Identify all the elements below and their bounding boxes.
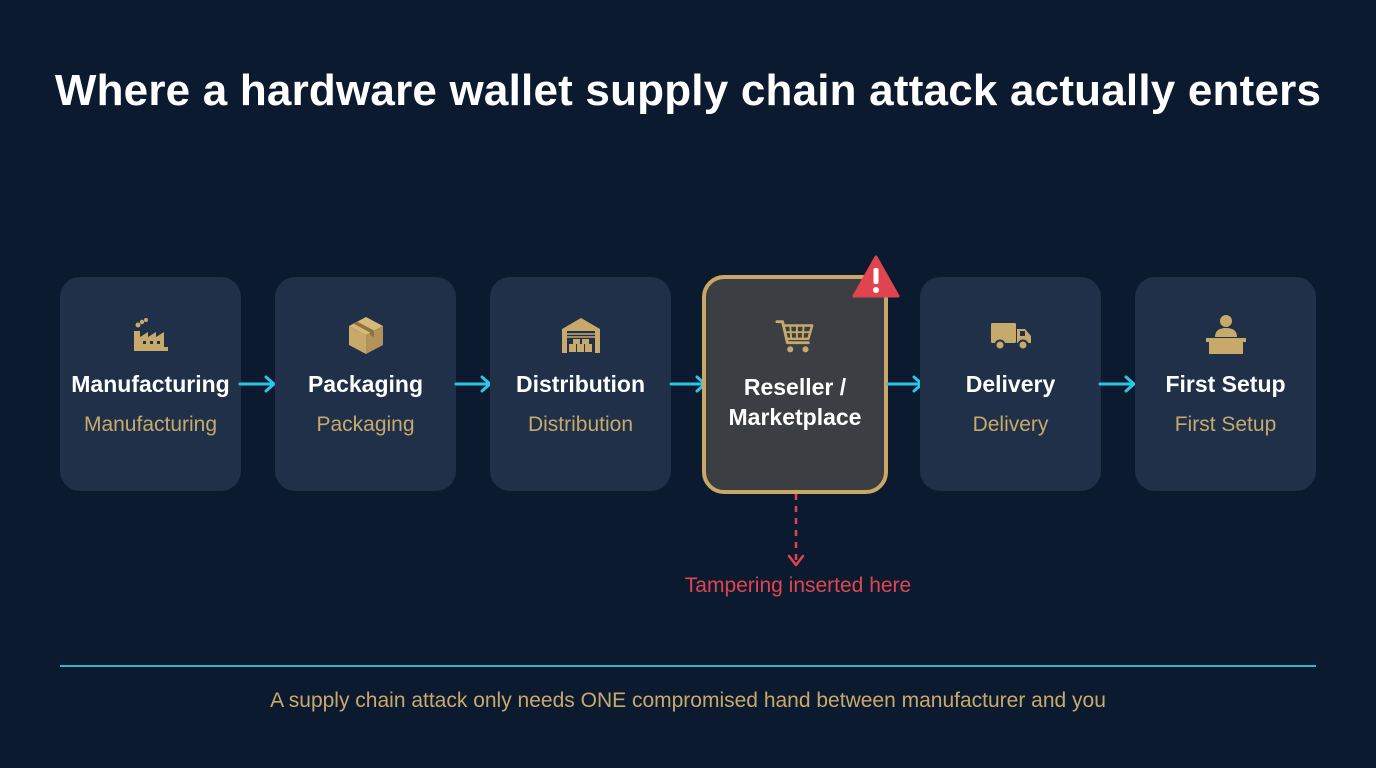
stage-card-first-setup: First Setup First Setup — [1135, 277, 1316, 491]
flow-arrow-icon — [1098, 375, 1136, 393]
divider — [60, 665, 1316, 667]
stage-subtitle: First Setup — [1174, 413, 1277, 436]
stage-name: Reseller / Marketplace — [728, 374, 862, 430]
stage-name: Delivery — [965, 371, 1056, 397]
page-title: Where a hardware wallet supply chain att… — [54, 66, 1322, 115]
stage-name: Packaging — [307, 371, 424, 397]
stage-subtitle: Manufacturing — [83, 413, 218, 436]
stage-subtitle: Packaging — [316, 413, 415, 436]
stage-name: First Setup — [1165, 371, 1286, 397]
stage-card-reseller-marketplace: Reseller / Marketplace — [702, 275, 888, 494]
box-icon — [348, 317, 383, 354]
stage-name: Manufacturing — [71, 371, 230, 397]
flow-arrow-icon — [238, 375, 276, 393]
stage-subtitle: Delivery — [972, 413, 1049, 436]
stage-card-delivery: Delivery Delivery — [920, 277, 1101, 491]
warehouse-icon — [561, 318, 600, 353]
person-at-desk-icon — [1205, 315, 1246, 354]
stage-card-packaging: Packaging Packaging — [275, 277, 456, 491]
stage-name: Distribution — [515, 371, 646, 397]
stage-subtitle: Distribution — [527, 413, 634, 436]
factory-icon — [133, 318, 168, 351]
warning-icon — [852, 255, 900, 298]
footer-caption: A supply chain attack only needs ONE com… — [270, 689, 1106, 712]
shopping-cart-icon — [775, 320, 814, 353]
truck-icon — [990, 323, 1031, 351]
stage-card-distribution: Distribution Distribution — [490, 277, 671, 491]
stage-card-manufacturing: Manufacturing Manufacturing — [60, 277, 241, 491]
tampering-annotation: Tampering inserted here — [684, 574, 912, 597]
dashed-down-arrow-icon — [787, 494, 805, 567]
